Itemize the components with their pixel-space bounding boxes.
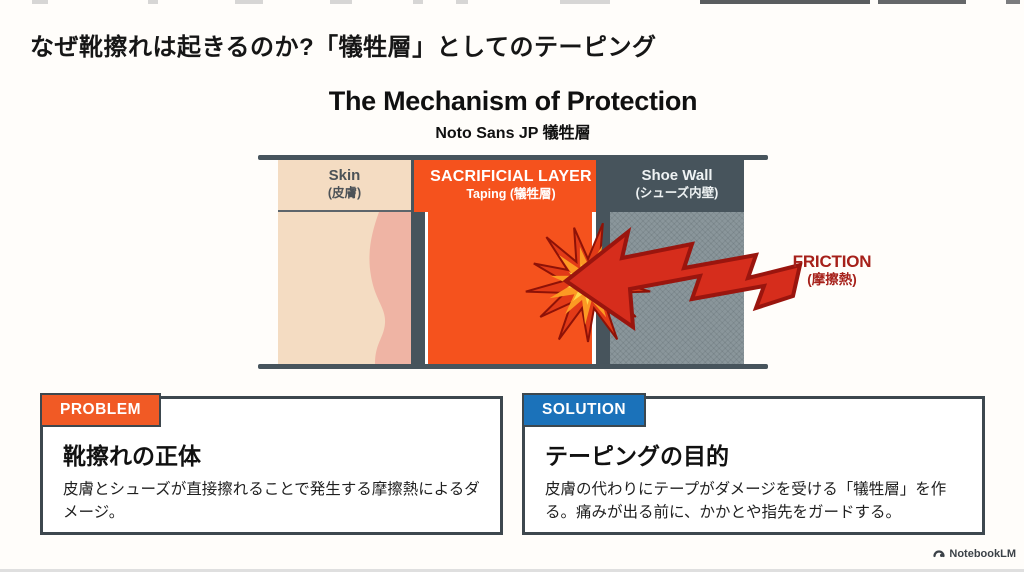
sacrificial-layer-body	[428, 212, 592, 364]
notebooklm-branding: NotebookLM	[933, 548, 1016, 560]
top-bar-fragment	[456, 0, 468, 4]
top-bar-fragment	[148, 0, 158, 4]
top-bar-fragment	[1006, 0, 1020, 4]
solution-heading: テーピングの目的	[545, 443, 729, 469]
diagram-title: The Mechanism of Protection	[328, 86, 698, 116]
slide-title: なぜ靴擦れは起きるのか?「犠牲層」としてのテーピング	[30, 34, 657, 61]
top-bar-fragment	[235, 0, 263, 4]
skin-layer: Skin (皮膚)	[278, 160, 411, 364]
top-bar-fragment	[32, 0, 48, 4]
problem-tag: PROBLEM	[40, 393, 161, 427]
tape-wall-divider	[596, 160, 610, 364]
notebooklm-logo-icon	[933, 550, 945, 558]
top-bar-fragment	[413, 0, 423, 4]
sacrificial-layer-header: SACRIFICIAL LAYER Taping (犠牲層)	[414, 160, 608, 212]
skin-layer-label: Skin	[328, 167, 361, 184]
top-bar-fragment	[878, 0, 966, 4]
protection-diagram: Skin (皮膚) SACRIFICIAL LAYER Taping (犠牲層)…	[258, 155, 768, 369]
solution-tag: SOLUTION	[522, 393, 647, 427]
friction-label-text: FRICTION	[792, 252, 872, 271]
shoe-wall-body	[610, 212, 744, 364]
bottom-strip	[0, 569, 1024, 572]
problem-heading: 靴擦れの正体	[63, 443, 201, 469]
sacrificial-layer-label: SACRIFICIAL LAYER	[430, 168, 592, 185]
diagram-subtitle: Noto Sans JP 犠牲層	[435, 125, 591, 142]
shoe-wall-label: Shoe Wall	[641, 167, 713, 184]
solution-card: SOLUTION テーピングの目的 皮膚の代わりにテープがダメージを受ける「犠牲…	[522, 393, 985, 535]
shoe-wall-header: Shoe Wall (シューズ内壁)	[610, 160, 744, 212]
top-bar-fragment	[330, 0, 352, 4]
solution-body: 皮膚の代わりにテープがダメージを受ける「犠牲層」を作る。痛みが出る前に、かかとや…	[545, 481, 947, 522]
sacrificial-layer-sublabel: Taping (犠牲層)	[466, 187, 556, 201]
problem-body: 皮膚とシューズが直接擦れることで発生する摩擦熱によるダメージ。	[63, 481, 480, 522]
friction-label-sub: (摩擦熱)	[807, 272, 857, 288]
shoe-wall-sublabel: (シューズ内壁)	[635, 185, 719, 200]
diagram-bottom-line	[258, 364, 768, 369]
skin-layer-sublabel: (皮膚)	[327, 185, 362, 200]
friction-label: FRICTION (摩擦熱)	[786, 252, 878, 289]
top-bar-fragment	[560, 0, 610, 4]
skin-pink-wave	[369, 212, 411, 364]
top-bar-fragment	[700, 0, 870, 4]
skin-header-divider	[278, 210, 411, 212]
problem-card: PROBLEM 靴擦れの正体 皮膚とシューズが直接擦れることで発生する摩擦熱によ…	[40, 393, 503, 535]
diagram-top-line	[258, 155, 768, 160]
notebooklm-logo-text: NotebookLM	[949, 548, 1016, 560]
